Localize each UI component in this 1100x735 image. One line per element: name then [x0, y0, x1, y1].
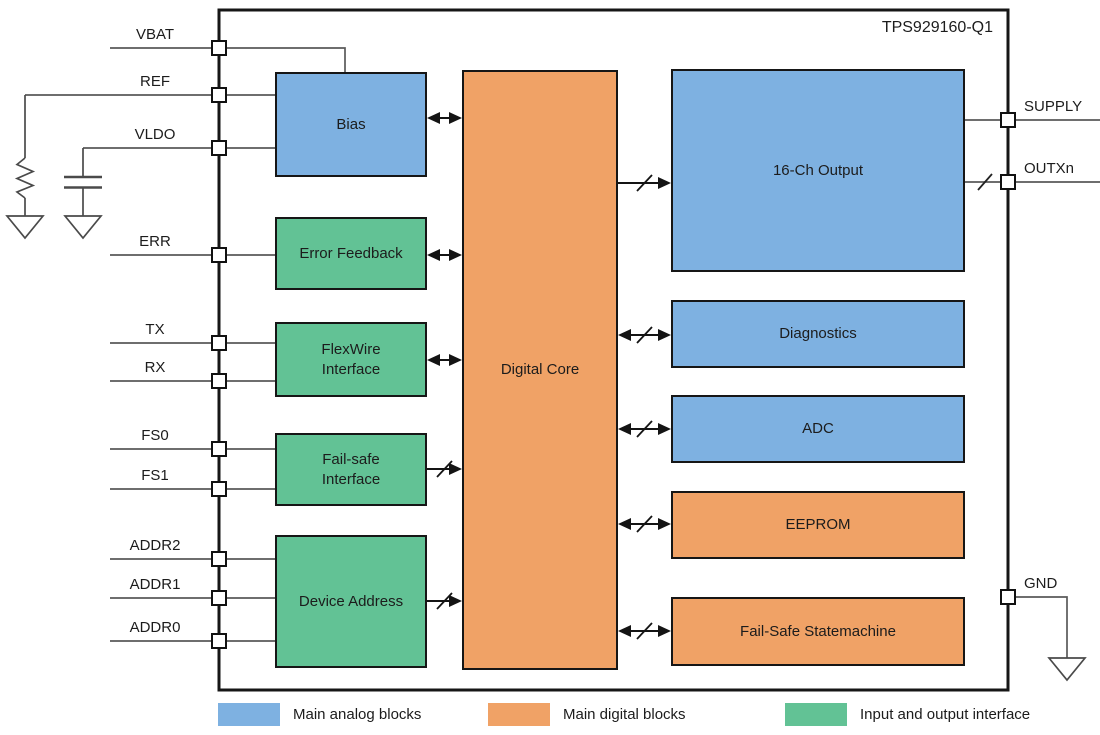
pin-rx [211, 373, 227, 389]
block-error-feedback: Error Feedback [275, 217, 427, 290]
pin-label-addr0: ADDR0 [129, 619, 181, 636]
pin-addr1 [211, 590, 227, 606]
vldo-capacitor-network [63, 148, 103, 240]
device-address-core-arrow [427, 592, 462, 610]
error-feedback-core-arrow [427, 249, 462, 261]
pin-vbat [211, 40, 227, 56]
pin-label-ref: REF [140, 73, 170, 90]
block-failsafe-interface: Fail-safe Interface [275, 433, 427, 506]
ground-symbol-vldo [63, 215, 103, 240]
pin-gnd [1000, 589, 1016, 605]
failsafe-interface-core-arrow [427, 460, 462, 478]
pin-tx [211, 335, 227, 351]
legend-swatch-digital [488, 703, 550, 726]
resistor-symbol [14, 157, 36, 199]
outxn-bus-slash [977, 173, 993, 191]
pin-label-addr1: ADDR1 [129, 576, 181, 593]
pin-label-gnd: GND [1024, 575, 1058, 592]
pin-addr0 [211, 633, 227, 649]
block-digital-core: Digital Core [462, 70, 618, 670]
pin-addr2 [211, 551, 227, 567]
pin-supply [1000, 112, 1016, 128]
pin-fs0 [211, 441, 227, 457]
pin-label-vldo: VLDO [134, 126, 176, 143]
core-right-arrows [618, 174, 671, 640]
core-adc-arrow [618, 420, 671, 438]
bias-core-arrow [427, 112, 462, 124]
legend-label-io: Input and output interface [860, 706, 1031, 723]
core-diagnostics-arrow [618, 326, 671, 344]
chip-title: TPS929160-Q1 [881, 19, 993, 36]
core-failsafe-statemachine-arrow [618, 622, 671, 640]
legend-label-analog: Main analog blocks [293, 706, 422, 723]
pin-vldo [211, 140, 227, 156]
pin-label-rx: RX [144, 359, 166, 376]
pin-label-err: ERR [139, 233, 171, 250]
block-16ch-output: 16-Ch Output [671, 69, 965, 272]
left-core-arrows [427, 112, 462, 610]
ground-symbol-gnd [1047, 657, 1087, 682]
ref-resistor-network [5, 95, 45, 240]
left-pin-wires [25, 47, 346, 642]
vbat-wire [110, 47, 346, 72]
legend-swatch-io [785, 703, 847, 726]
pin-label-fs1: FS1 [141, 467, 169, 484]
pin-label-fs0: FS0 [141, 427, 169, 444]
block-adc: ADC [671, 395, 965, 463]
block-bias: Bias [275, 72, 427, 177]
pin-err [211, 247, 227, 263]
pin-label-outxn: OUTXn [1024, 160, 1075, 177]
core-output-arrow [618, 174, 671, 192]
block-diagnostics: Diagnostics [671, 300, 965, 368]
pin-label-vbat: VBAT [135, 26, 175, 43]
legend-swatch-analog [218, 703, 280, 726]
flexwire-core-arrow [427, 354, 462, 366]
block-device-address: Device Address [275, 535, 427, 668]
pin-fs1 [211, 481, 227, 497]
gnd-wire [1016, 596, 1068, 658]
block-failsafe-statemachine: Fail-Safe Statemachine [671, 597, 965, 666]
pin-label-supply: SUPPLY [1024, 98, 1083, 115]
pin-outxn [1000, 174, 1016, 190]
pin-label-addr2: ADDR2 [129, 537, 181, 554]
legend-label-digital: Main digital blocks [563, 706, 686, 723]
pin-ref [211, 87, 227, 103]
block-eeprom: EEPROM [671, 491, 965, 559]
pin-label-tx: TX [145, 321, 165, 338]
block-flexwire-interface: FlexWire Interface [275, 322, 427, 397]
ground-symbol-ref [5, 215, 45, 240]
right-pin-wires [965, 119, 1100, 658]
core-eeprom-arrow [618, 515, 671, 533]
